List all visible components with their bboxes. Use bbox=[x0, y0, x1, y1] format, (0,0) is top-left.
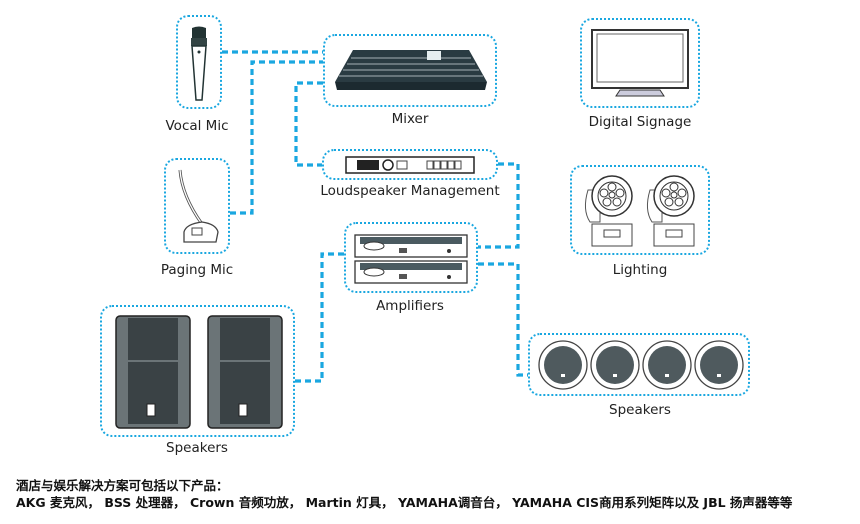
amplifiers-label: Amplifiers bbox=[376, 298, 444, 314]
ceiling-speakers-icon bbox=[538, 340, 744, 390]
moving-head-lights-icon bbox=[584, 175, 695, 247]
speakers-left-box[interactable] bbox=[100, 305, 295, 437]
wire-mixer-lsm bbox=[294, 81, 323, 167]
paging-mic-label: Paging Mic bbox=[160, 262, 234, 278]
loudspeaker-management-box[interactable] bbox=[322, 149, 498, 180]
mixer-box[interactable] bbox=[323, 34, 497, 107]
display-screen-icon bbox=[591, 29, 689, 97]
wire-pagingmic-mixer bbox=[230, 60, 323, 215]
lighting-label: Lighting bbox=[612, 262, 668, 278]
footer-products: AKG 麦克风， BSS 处理器， Crown 音频功放， Martin 灯具，… bbox=[16, 495, 793, 510]
vocal-mic-icon bbox=[191, 26, 207, 101]
vocal-mic-label: Vocal Mic bbox=[165, 118, 229, 134]
speakers-right-box[interactable] bbox=[528, 333, 750, 396]
mixer-label: Mixer bbox=[391, 111, 429, 127]
mixer-icon bbox=[335, 50, 487, 90]
cabinet-speakers-icon bbox=[115, 315, 283, 429]
wire-lsm-amps bbox=[478, 162, 520, 249]
paging-mic-box[interactable] bbox=[164, 158, 230, 254]
lighting-box[interactable] bbox=[570, 165, 710, 255]
footer-intro: 酒店与娱乐解决方案可包括以下产品： bbox=[16, 478, 229, 493]
amplifiers-box[interactable] bbox=[344, 222, 478, 293]
speakers-right-label: Speakers bbox=[609, 402, 671, 418]
wire-amps-speakersright bbox=[478, 262, 528, 377]
paging-mic-icon bbox=[178, 169, 219, 243]
loudspeaker-management-label: Loudspeaker Management bbox=[320, 183, 500, 199]
loudspeaker-processor-icon bbox=[345, 156, 475, 174]
vocal-mic-box[interactable] bbox=[176, 15, 222, 109]
digital-signage-label: Digital Signage bbox=[588, 114, 692, 130]
speakers-left-label: Speakers bbox=[166, 440, 228, 456]
amplifiers-icon bbox=[354, 234, 468, 284]
digital-signage-box[interactable] bbox=[580, 18, 700, 108]
wire-amps-speakersleft bbox=[295, 252, 344, 383]
